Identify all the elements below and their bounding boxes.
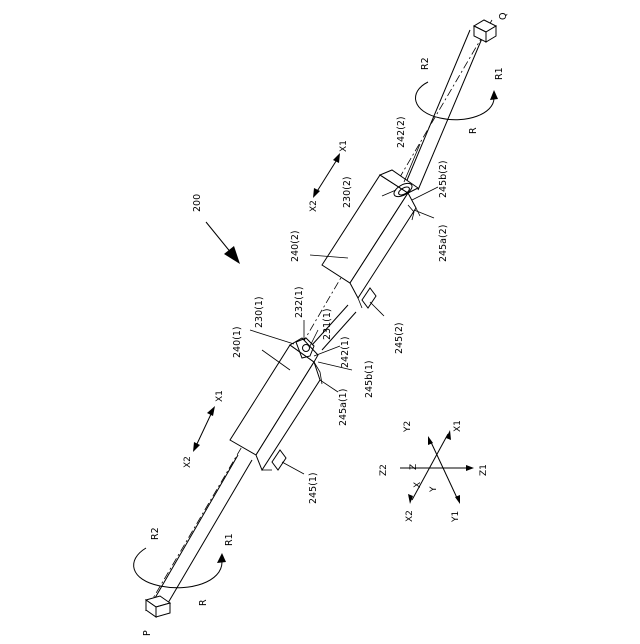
label-r-left: R (198, 599, 209, 606)
label-245-2: 245(2) (394, 322, 405, 354)
label-axis-z1: Z1 (479, 464, 489, 476)
label-r2-right: R2 (420, 57, 431, 70)
label-p: P (142, 630, 153, 636)
label-axis-y: Y (429, 486, 439, 493)
label-x1-unit-2: X1 (339, 140, 349, 152)
label-r2-left: R2 (150, 527, 161, 540)
label-axis-z2: Z2 (379, 464, 389, 476)
label-242-1: 242(1) (340, 336, 351, 368)
rotation-arrow-right (416, 82, 499, 120)
label-245a-1: 245a(1) (338, 389, 349, 426)
label-axis-x: X (413, 482, 423, 488)
label-x2-unit-1: X2 (183, 456, 193, 468)
label-axis-x1: X1 (453, 420, 463, 432)
label-245-1: 245(1) (308, 472, 319, 504)
label-r1-left: R1 (224, 533, 235, 546)
direction-arrow-unit-2 (313, 153, 340, 198)
end-cap-p (146, 596, 170, 617)
label-230-2: 230(2) (342, 176, 353, 208)
end-cap-q (474, 20, 496, 42)
direction-arrow-unit-1 (193, 406, 215, 452)
label-x2-unit-2: X2 (309, 200, 319, 212)
figure-arrow (206, 222, 240, 264)
unit-2-body (322, 170, 420, 308)
label-245b-2: 245b(2) (438, 160, 449, 198)
label-240-1: 240(1) (232, 326, 243, 358)
label-242-2: 242(2) (396, 116, 407, 148)
shaft (145, 20, 492, 612)
label-231-1: 231(1) (322, 308, 333, 340)
label-200: 200 (192, 194, 203, 212)
label-r-right: R (468, 127, 479, 134)
label-axis-y1: Y1 (451, 511, 461, 523)
label-axis-z: Z (409, 464, 419, 470)
rotation-arrow-left (134, 548, 226, 588)
label-r1-right: R1 (494, 67, 505, 80)
label-x1-unit-1: X1 (215, 390, 225, 402)
label-axis-y2: Y2 (403, 421, 413, 433)
label-245a-2: 245a(2) (438, 225, 449, 262)
label-axis-x2: X2 (405, 510, 415, 522)
unit-1-body (230, 338, 322, 470)
label-232-1: 232(1) (294, 286, 305, 318)
label-q: Q (498, 13, 509, 20)
label-230-1: 230(1) (254, 296, 265, 328)
label-245b-1: 245b(1) (364, 360, 375, 398)
label-240-2: 240(2) (290, 230, 301, 262)
